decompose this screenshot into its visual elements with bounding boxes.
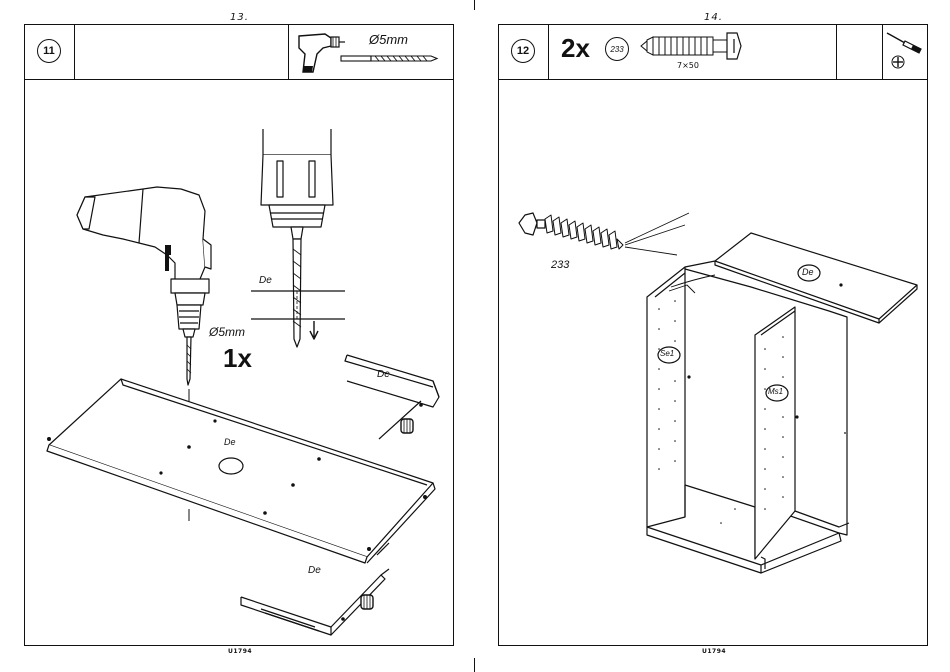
right-step-cell: 12 — [499, 25, 549, 79]
left-step-cell: 11 — [25, 25, 75, 79]
confirmat-screw-icon — [637, 31, 753, 61]
drill-icon — [295, 28, 345, 76]
step-number-badge: 11 — [37, 39, 61, 63]
quantity-label: 1x — [223, 343, 252, 374]
crop-mark-top — [474, 0, 475, 10]
diagram-drill-size: Ø5mm — [209, 325, 245, 339]
part-code-badge: 233 — [605, 37, 629, 61]
part-label-de-main: De — [224, 437, 236, 447]
drill-illustration — [77, 187, 211, 385]
edge-detail-top — [345, 355, 439, 439]
screw-callout-label: 233 — [551, 259, 569, 271]
drill-closeup — [261, 129, 333, 347]
panel-de-main — [47, 379, 435, 563]
left-tools-cell: Ø5mm — [289, 25, 455, 79]
part-label-de-bottom: De — [308, 565, 321, 576]
left-instruction-panel: 11 Ø5mm — [24, 24, 454, 646]
screwdriver-icon — [885, 31, 925, 55]
right-parts-cell: 2x 233 — [549, 25, 837, 79]
drill-bit-icon — [341, 53, 437, 65]
top-panel-de — [715, 233, 917, 323]
cabinet-carcass — [647, 261, 849, 573]
down-arrow — [310, 321, 318, 339]
crop-mark-bottom — [474, 658, 475, 672]
depth-label: De — [259, 275, 272, 286]
step-number-badge: 12 — [511, 39, 535, 63]
right-step-header: 12 2x 233 — [499, 25, 927, 80]
right-footer-code: U1794 — [702, 648, 726, 655]
part-label-de: De — [802, 267, 814, 277]
right-assembly-diagram — [499, 79, 929, 647]
right-blank-cell — [837, 25, 883, 79]
right-tools-cell — [883, 25, 929, 79]
part-label-ellipse — [219, 458, 243, 474]
right-page-number: 14. — [704, 12, 723, 23]
drill-size-label: Ø5mm — [369, 32, 408, 47]
left-step-header: 11 Ø5mm — [25, 25, 453, 80]
left-footer-code: U1794 — [228, 648, 252, 655]
parts-quantity: 2x — [561, 33, 590, 64]
part-label-ms1: Ms1 — [768, 387, 783, 396]
screw-callout — [519, 213, 689, 255]
part-label-se1: Se1 — [660, 349, 674, 358]
right-instruction-panel: 12 2x 233 — [498, 24, 928, 646]
left-note-cell — [75, 25, 289, 79]
screw-size-label: 7×50 — [677, 61, 699, 70]
phillips-head-icon — [891, 55, 905, 69]
part-label-de-top: De — [377, 369, 390, 380]
left-page-number: 13. — [230, 12, 249, 23]
